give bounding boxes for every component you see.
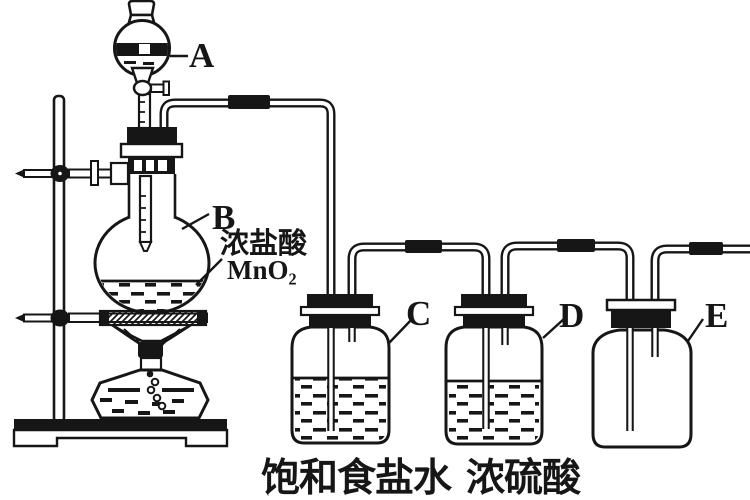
flask-stopper bbox=[119, 127, 184, 174]
rubber-connector-2 bbox=[405, 240, 442, 253]
funnel-stopper-cap bbox=[127, 0, 156, 17]
stand-clamp bbox=[15, 160, 130, 186]
label-d: D bbox=[559, 296, 584, 335]
ring-screw-tip bbox=[15, 314, 24, 322]
stand-base-top bbox=[14, 419, 227, 430]
rubber-connector-4 bbox=[689, 242, 723, 255]
bottle-c-liquid bbox=[295, 378, 386, 441]
bridge-tube-c-to-d bbox=[352, 247, 486, 300]
joint-mark-2 bbox=[146, 160, 154, 171]
gauze-end-left bbox=[100, 311, 109, 325]
rubber-connector-3 bbox=[557, 239, 595, 252]
flask-stopper-top bbox=[127, 127, 177, 144]
stand-base bbox=[12, 428, 229, 448]
alcohol-lamp bbox=[90, 323, 210, 420]
wick-collar bbox=[139, 356, 163, 372]
clamp-jaw bbox=[109, 161, 130, 186]
flask-neck-walls bbox=[127, 174, 177, 218]
wire-gauze bbox=[98, 309, 208, 327]
lamp-alcohol-dashes bbox=[100, 398, 184, 415]
stopcock-handle-cap bbox=[162, 80, 170, 96]
connecting-tubes bbox=[352, 239, 750, 302]
caption-bottle-d-reagent: 浓硫酸 bbox=[466, 457, 582, 500]
label-c: C bbox=[406, 294, 431, 333]
label-d-pointer bbox=[542, 317, 566, 339]
bottle-e-body bbox=[591, 328, 693, 449]
collection-bottle-e bbox=[591, 298, 693, 449]
bridge-tube-c-to-d-bore bbox=[352, 247, 486, 300]
bottle-d-liquid bbox=[449, 381, 539, 442]
label-b: B bbox=[212, 198, 235, 237]
funnel-stem-tip bbox=[138, 241, 153, 252]
stopcock-body bbox=[132, 79, 153, 97]
label-e-pointer bbox=[687, 318, 704, 342]
flask-solid-label: MnO₂ bbox=[227, 255, 297, 285]
lamp-flame bbox=[111, 323, 192, 346]
joint-mark-1 bbox=[134, 160, 142, 171]
bottle-e-stopper bbox=[605, 298, 677, 328]
funnel-stem-ticks bbox=[140, 101, 145, 123]
label-a: A bbox=[189, 36, 215, 75]
gauze-mesh bbox=[98, 309, 208, 327]
ring-boss bbox=[50, 309, 70, 327]
clamp-screw-tip bbox=[15, 169, 24, 178]
stand-rod bbox=[52, 94, 66, 424]
funnel-stopcock bbox=[132, 79, 170, 97]
label-c-pointer bbox=[388, 317, 414, 344]
funnel-stem-inner bbox=[138, 174, 153, 252]
funnel-liquid bbox=[116, 43, 168, 65]
gas-washing-bottle-d bbox=[444, 294, 544, 446]
lamp-wick-top bbox=[138, 342, 163, 358]
clamp-boss-pin bbox=[58, 171, 62, 176]
stem-ticks bbox=[140, 195, 146, 233]
gas-washing-bottle-c bbox=[290, 294, 391, 445]
outlet-tube-e-bore bbox=[655, 249, 750, 302]
flask-liquid-label: 浓盐酸 bbox=[220, 227, 308, 260]
reagent-pointer bbox=[195, 258, 223, 286]
flask-neck-rim bbox=[119, 142, 184, 159]
bridge-tube-d-to-e-bore bbox=[505, 246, 630, 302]
clamp-screw-post bbox=[90, 160, 99, 186]
label-b-pointer bbox=[181, 212, 210, 231]
caption-bottle-c-reagent: 饱和食盐水 bbox=[261, 457, 453, 500]
stopcock-handle bbox=[150, 83, 165, 93]
bridge-tube-d-to-e bbox=[505, 246, 630, 302]
joint-mark-3 bbox=[158, 160, 167, 171]
bottle-d-stopper bbox=[453, 294, 535, 328]
label-e: E bbox=[705, 296, 728, 335]
outlet-tube-e bbox=[655, 249, 750, 302]
bottle-c-stopper bbox=[299, 294, 381, 328]
rubber-connector-1 bbox=[228, 95, 270, 109]
label-pointers bbox=[170, 54, 704, 344]
lamp-wick-beads bbox=[146, 370, 167, 411]
gauze-end-right bbox=[197, 311, 206, 325]
